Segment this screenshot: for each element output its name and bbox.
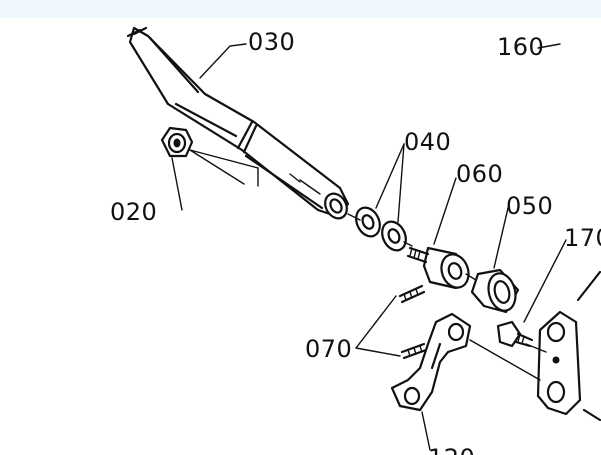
label-050: 050 xyxy=(506,192,553,220)
label-170: 170 xyxy=(564,224,601,252)
label-040: 040 xyxy=(404,128,451,156)
assembly-axis-lines xyxy=(347,213,547,381)
part-030-arm xyxy=(126,26,350,220)
top-band xyxy=(0,0,601,18)
label-160: 160 xyxy=(497,33,544,61)
part-060-pin xyxy=(406,246,470,290)
label-070: 070 xyxy=(305,335,352,363)
label-120: 120 xyxy=(428,444,475,455)
part-040-washers xyxy=(355,206,407,252)
label-060: 060 xyxy=(456,160,503,188)
part-160-plate xyxy=(536,270,601,422)
part-020-nut xyxy=(160,126,259,187)
part-170-bolt xyxy=(496,320,534,348)
label-020: 020 xyxy=(110,198,157,226)
part-120-bracket xyxy=(390,312,472,412)
label-030: 030 xyxy=(248,28,295,56)
leader-lines xyxy=(171,43,567,451)
part-070-pins xyxy=(398,284,428,360)
part-050-sleeve xyxy=(470,268,520,314)
